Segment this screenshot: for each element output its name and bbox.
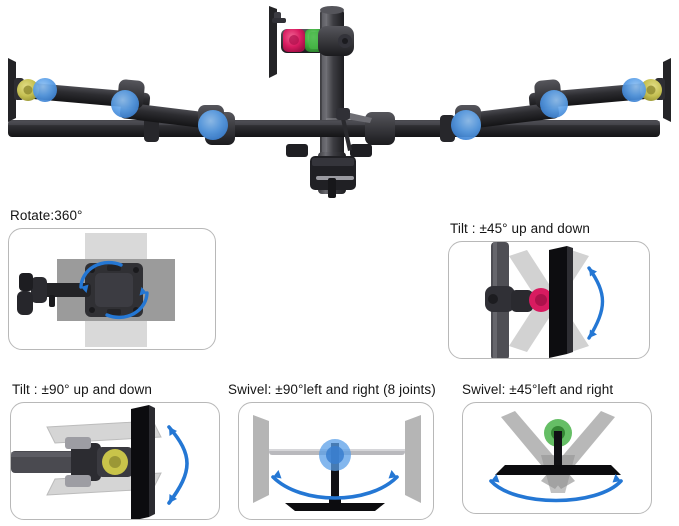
panel-tilt45 [448, 241, 650, 359]
panel-label-swivel45: Swivel: ±45°left and right [462, 382, 614, 397]
product-hero-image [0, 0, 679, 200]
panel-tilt90 [10, 402, 220, 520]
panel-rotate360 [8, 228, 216, 350]
left-arm [8, 58, 228, 140]
panel-swivel90 [238, 402, 434, 520]
swivel-joint-highlight-blue [198, 110, 228, 140]
desk-clamp-base [310, 108, 372, 198]
swivel-joint-highlight-blue [111, 90, 139, 118]
panel-label-rotate360: Rotate:360° [10, 208, 83, 223]
swivel-joint-highlight-blue [33, 78, 57, 102]
panel-label-tilt45: Tilt : ±45° up and down [450, 221, 590, 236]
panel-label-swivel90: Swivel: ±90°left and right (8 joints) [228, 382, 436, 397]
base-swivel-topdown-icon [489, 411, 623, 503]
pole-monitor-tilt-icon [485, 242, 605, 358]
panel-swivel45 [462, 402, 652, 514]
panel-label-tilt90: Tilt : ±90° up and down [12, 382, 152, 397]
vesa-plate-rotation-icon [17, 233, 175, 347]
center-monitor-head [269, 6, 354, 78]
arm-swivel-topdown-icon [253, 415, 421, 511]
right-arm [451, 58, 671, 140]
arm-monitor-tilt-icon [11, 405, 189, 519]
